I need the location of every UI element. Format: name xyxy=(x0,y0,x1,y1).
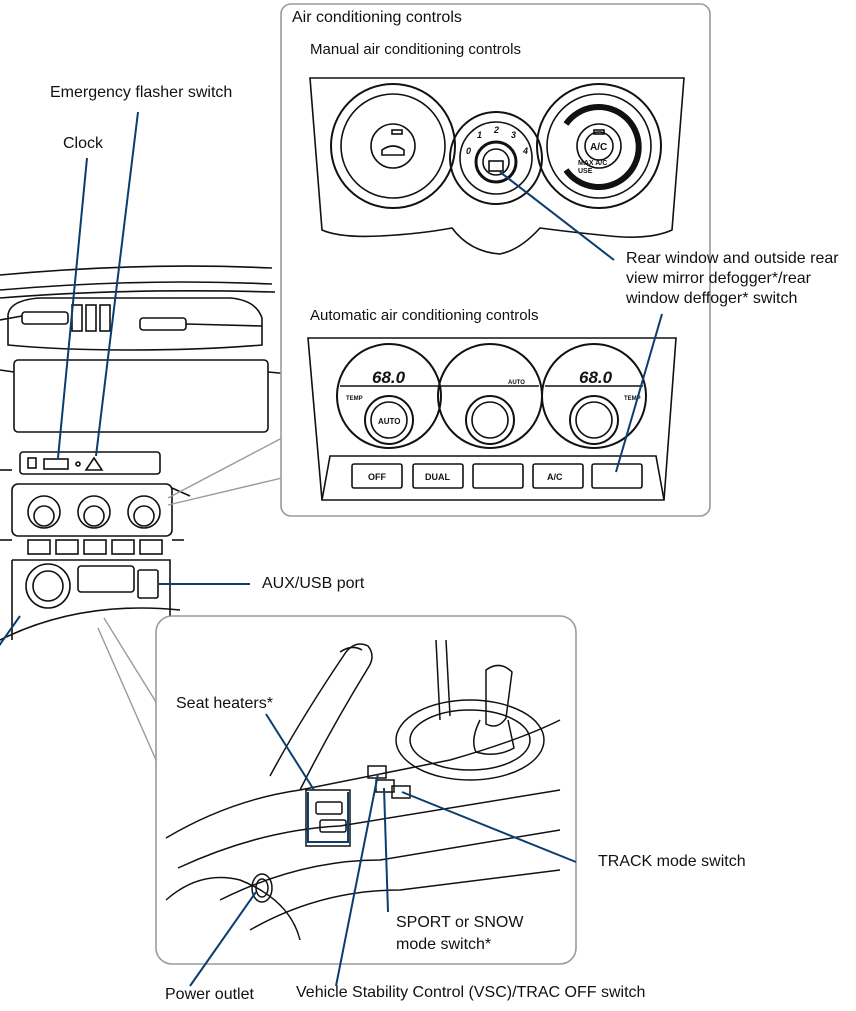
max-ac-label: MAX A/C USE xyxy=(578,160,608,175)
automatic-ac-panel xyxy=(307,337,677,501)
fan-speed-1: 1 xyxy=(477,130,482,140)
auto-panel-labels: 68.0 68.0 TEMP TEMP AUTO AUTO OFF DUAL A… xyxy=(346,368,641,482)
fan-speed-numbers: 0 1 2 3 4 xyxy=(466,125,528,156)
vsc-label: Vehicle Stability Control (VSC)/TRAC OFF… xyxy=(296,984,646,1001)
emergency-flasher-label: Emergency flasher switch xyxy=(50,84,233,101)
left-temp-label: TEMP xyxy=(346,396,363,402)
manual-defogger-leader xyxy=(499,171,615,261)
leader-lines xyxy=(0,111,663,987)
air-conditioning-controls-title: Air conditioning controls xyxy=(292,9,462,26)
dual-button-label: DUAL xyxy=(425,472,450,482)
seat-heaters-bracket xyxy=(307,792,349,843)
aux-usb-label: AUX/USB port xyxy=(262,575,365,592)
seat-heaters-leader xyxy=(265,713,315,791)
auto-defogger-leader xyxy=(615,313,663,473)
power-outlet-leader xyxy=(189,891,257,987)
left-edge-leader xyxy=(0,615,21,647)
emergency-flasher-leader xyxy=(95,111,139,457)
right-temp-display: 68.0 xyxy=(579,368,613,387)
auto-mode-label: AUTO xyxy=(508,380,525,386)
off-button-label: OFF xyxy=(368,472,386,482)
ac-button-label: A/C xyxy=(547,472,563,482)
right-temp-label: TEMP xyxy=(624,396,641,402)
sport-snow-leader xyxy=(383,787,389,913)
fan-speed-3: 3 xyxy=(511,130,516,140)
vsc-leader xyxy=(335,773,379,987)
manual-controls-title: Manual air conditioning controls xyxy=(310,41,521,58)
seat-heaters-label: Seat heaters* xyxy=(176,695,273,712)
fan-speed-2: 2 xyxy=(493,125,499,135)
manual-ac-panel xyxy=(309,77,685,255)
track-mode-label: TRACK mode switch xyxy=(598,853,746,870)
auto-knob-label: AUTO xyxy=(378,417,401,426)
rear-defogger-label: Rear window and outside rear view mirror… xyxy=(626,250,839,307)
power-outlet-label: Power outlet xyxy=(165,986,254,1003)
sport-snow-label: SPORT or SNOW mode switch* xyxy=(396,914,524,953)
console-drawing xyxy=(165,639,561,941)
automatic-controls-title: Automatic air conditioning controls xyxy=(310,307,539,324)
fan-speed-4: 4 xyxy=(522,146,528,156)
fan-speed-0: 0 xyxy=(466,146,471,156)
callout-connectors xyxy=(97,437,283,761)
track-leader xyxy=(401,791,577,863)
dashboard-drawing xyxy=(0,265,291,641)
clock-leader xyxy=(57,157,88,459)
ac-knob-label: A/C xyxy=(590,142,607,153)
left-temp-display: 68.0 xyxy=(372,368,406,387)
console-callout-box xyxy=(155,615,577,965)
clock-label: Clock xyxy=(63,135,104,152)
